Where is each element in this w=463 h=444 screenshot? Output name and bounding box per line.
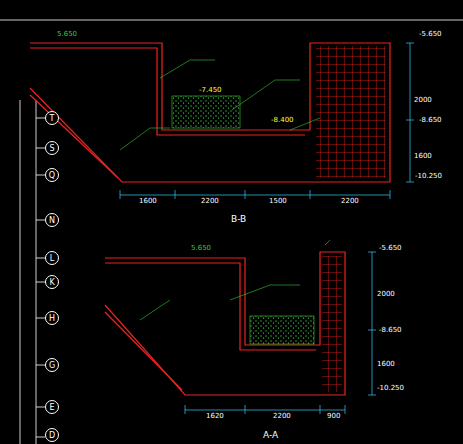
dimension: 1500 — [268, 197, 288, 205]
dimension: 2000 — [376, 290, 396, 298]
axis-letter: G — [49, 361, 55, 370]
elevation: -8.650 — [418, 116, 443, 124]
elevation: -5.650 — [418, 30, 443, 38]
elevation: 5.650 — [56, 30, 78, 38]
elevation: -10.250 — [376, 384, 405, 392]
axis-letter: H — [49, 314, 55, 323]
axis-bubble: Q — [45, 168, 59, 182]
axis-bubble: E — [45, 400, 59, 414]
dimension: 900 — [326, 412, 341, 420]
axis-bubble: S — [45, 141, 59, 155]
dimension: 2200 — [340, 197, 360, 205]
dimension: 1600 — [138, 197, 158, 205]
axis-bubble: L — [45, 251, 59, 265]
section-title: A-A — [262, 430, 279, 440]
axis-bubble: G — [45, 358, 59, 372]
dimension: 1620 — [205, 412, 225, 420]
axis-letter: D — [49, 431, 55, 440]
axis-bubble: H — [45, 311, 59, 325]
dimension: 2200 — [200, 197, 220, 205]
elevation: -7.450 — [198, 86, 223, 94]
dimension: 2000 — [413, 96, 433, 104]
dimension: 2200 — [272, 412, 292, 420]
axis-bubble: N — [45, 213, 59, 227]
axis-bubble: T — [45, 111, 59, 125]
elevation: -10.250 — [414, 172, 443, 180]
axis-bubble: K — [45, 275, 59, 289]
axis-letter: S — [49, 144, 54, 153]
axis-letter: N — [49, 216, 55, 225]
axis-letter: L — [50, 254, 54, 263]
elevation: 5.650 — [190, 244, 212, 252]
section-title: B-B — [230, 214, 247, 224]
elevation: -8.400 — [270, 116, 295, 124]
axis-letter: T — [50, 114, 55, 123]
axis-letter: Q — [49, 171, 55, 180]
dimension: 1600 — [413, 152, 433, 160]
dimension: 1600 — [376, 360, 396, 368]
axis-letter: K — [49, 278, 54, 287]
elevation: -8.650 — [378, 326, 403, 334]
axis-bubble: D — [45, 428, 59, 442]
elevation: -5.650 — [378, 244, 403, 252]
axis-letter: E — [49, 403, 54, 412]
